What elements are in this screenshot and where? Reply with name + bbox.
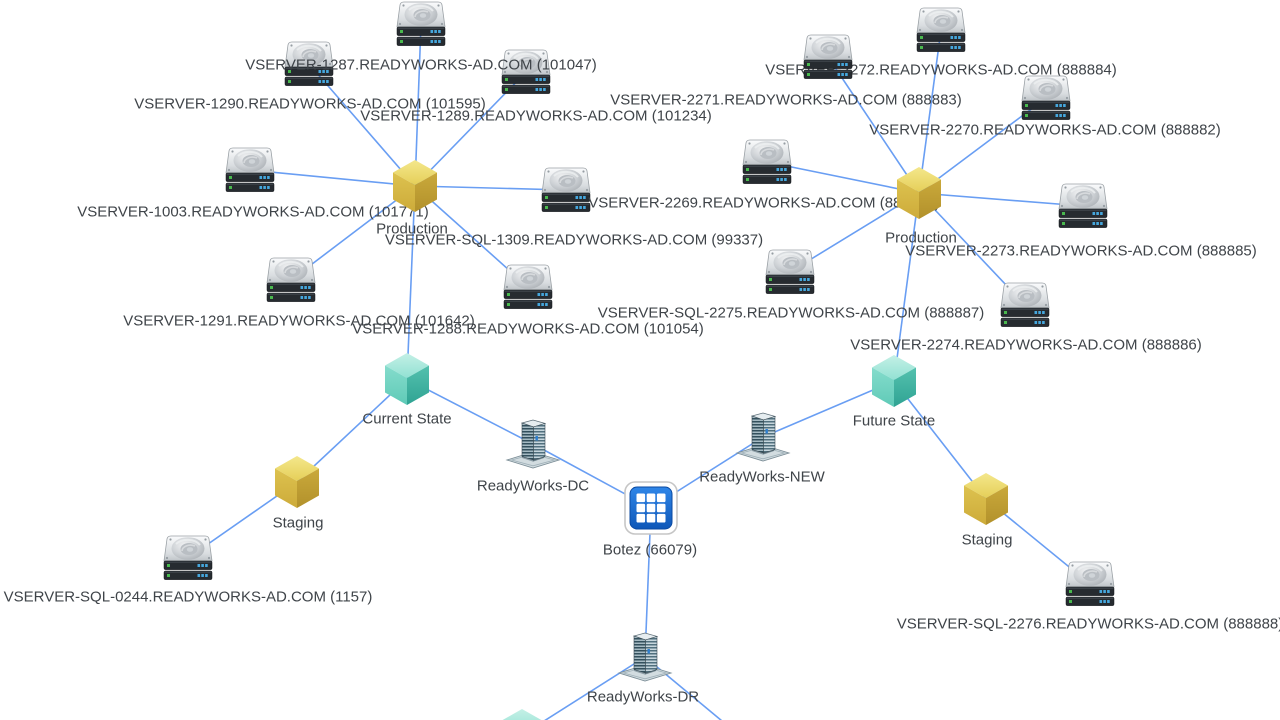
node-d2272[interactable] (915, 7, 967, 53)
building-icon (735, 412, 791, 462)
node-d1287[interactable] (395, 1, 447, 47)
disk-icon (916, 7, 966, 52)
disk-icon (501, 49, 551, 94)
node-d1289[interactable] (500, 49, 552, 95)
node-label: Production (885, 229, 957, 247)
node-d2275[interactable] (764, 249, 816, 295)
node-label: VSERVER-1291.READYWORKS-AD.COM (101642) (123, 312, 475, 330)
node-d0244[interactable] (162, 535, 214, 581)
node-d2269[interactable] (741, 139, 793, 185)
state-cube-icon (502, 709, 542, 720)
node-new[interactable] (735, 412, 791, 462)
node-label: Botez (66079) (602, 541, 698, 559)
node-label: Production (376, 220, 448, 238)
building-icon (617, 632, 673, 682)
node-label: VSERVER-1290.READYWORKS-AD.COM (101595) (134, 95, 486, 113)
production-cube-icon (275, 456, 319, 508)
edge-line (893, 192, 920, 382)
node-label: VSERVER-SQL-0244.READYWORKS-AD.COM (1157… (3, 588, 373, 606)
node-label: VSERVER-SQL-2275.READYWORKS-AD.COM (8888… (597, 304, 985, 322)
node-label: VSERVER-SQL-1309.READYWORKS-AD.COM (9933… (384, 231, 764, 249)
disk-icon (163, 535, 213, 580)
edge-line (827, 56, 920, 194)
node-d1291[interactable] (265, 257, 317, 303)
node-label: VSERVER-SQL-2276.READYWORKS-AD.COM (8888… (896, 615, 1280, 633)
node-label: Future State (852, 412, 936, 430)
disk-icon (1000, 282, 1050, 327)
node-d2271[interactable] (802, 34, 854, 80)
node-cube_bottom[interactable] (499, 708, 545, 720)
node-label: VSERVER-1289.READYWORKS-AD.COM (101234) (360, 107, 712, 125)
production-cube-icon (393, 160, 437, 212)
node-d1003[interactable] (224, 147, 276, 193)
production-cube-icon (897, 167, 941, 219)
node-dc[interactable] (505, 419, 561, 469)
node-d2276[interactable] (1064, 561, 1116, 607)
node-label: VSERVER-1288.READYWORKS-AD.COM (101054) (352, 320, 704, 338)
node-label: Staging (272, 514, 324, 532)
node-label: VSERVER-2274.READYWORKS-AD.COM (888886) (850, 336, 1202, 354)
node-label: VSERVER-2270.READYWORKS-AD.COM (888882) (869, 121, 1221, 139)
node-d2270[interactable] (1020, 75, 1072, 121)
edge-line (296, 378, 408, 483)
edge-line (766, 161, 920, 194)
disk-icon (503, 264, 553, 309)
disk-icon (803, 34, 853, 79)
edge-line (918, 192, 1084, 207)
node-botez[interactable] (624, 481, 678, 535)
node-current[interactable] (384, 352, 430, 406)
edge-line (414, 23, 422, 187)
node-d1288[interactable] (502, 264, 554, 310)
node-dr[interactable] (617, 632, 673, 682)
disk-icon (742, 139, 792, 184)
edge-line (918, 29, 942, 194)
node-label: Current State (362, 410, 452, 428)
disk-icon (225, 147, 275, 192)
production-cube-icon (964, 473, 1008, 525)
node-label: ReadyWorks-NEW (699, 468, 825, 486)
node-prod_left[interactable] (392, 159, 438, 213)
grid-app-icon (624, 481, 678, 535)
edge-line (644, 656, 723, 720)
disk-icon (541, 167, 591, 212)
node-label: VSERVER-2271.READYWORKS-AD.COM (888883) (610, 91, 962, 109)
node-label: VSERVER-1287.READYWORKS-AD.COM (101047) (245, 56, 597, 74)
node-label: VSERVER-1003.READYWORKS-AD.COM (101771) (77, 203, 429, 221)
disk-icon (266, 257, 316, 302)
node-label: VSERVER-2269.READYWORKS-AD.COM (888881) (588, 194, 940, 212)
node-staging_left[interactable] (274, 455, 320, 509)
node-label: VSERVER-2272.READYWORKS-AD.COM (888884) (765, 61, 1117, 79)
node-d1309[interactable] (540, 167, 592, 213)
disk-icon (284, 41, 334, 86)
disk-icon (1058, 183, 1108, 228)
disk-icon (396, 1, 446, 46)
node-label: Staging (961, 531, 1013, 549)
edge-line (406, 185, 416, 380)
state-cube-icon (385, 353, 429, 405)
node-label: ReadyWorks-DC (476, 477, 590, 495)
edge-line (414, 185, 567, 191)
node-future[interactable] (871, 354, 917, 408)
node-label: VSERVER-2273.READYWORKS-AD.COM (888885) (905, 242, 1257, 260)
building-icon (505, 419, 561, 469)
node-d2274[interactable] (999, 282, 1051, 328)
disk-icon (1065, 561, 1115, 606)
node-label: ReadyWorks-DR (586, 688, 700, 706)
state-cube-icon (872, 355, 916, 407)
disk-icon (1021, 75, 1071, 120)
node-d1290[interactable] (283, 41, 335, 87)
node-d2273[interactable] (1057, 183, 1109, 229)
edge-line (249, 169, 416, 187)
node-staging_right[interactable] (963, 472, 1009, 526)
edge-line (544, 656, 646, 720)
edge-line (893, 380, 987, 500)
disk-icon (765, 249, 815, 294)
node-prod_right[interactable] (896, 166, 942, 220)
